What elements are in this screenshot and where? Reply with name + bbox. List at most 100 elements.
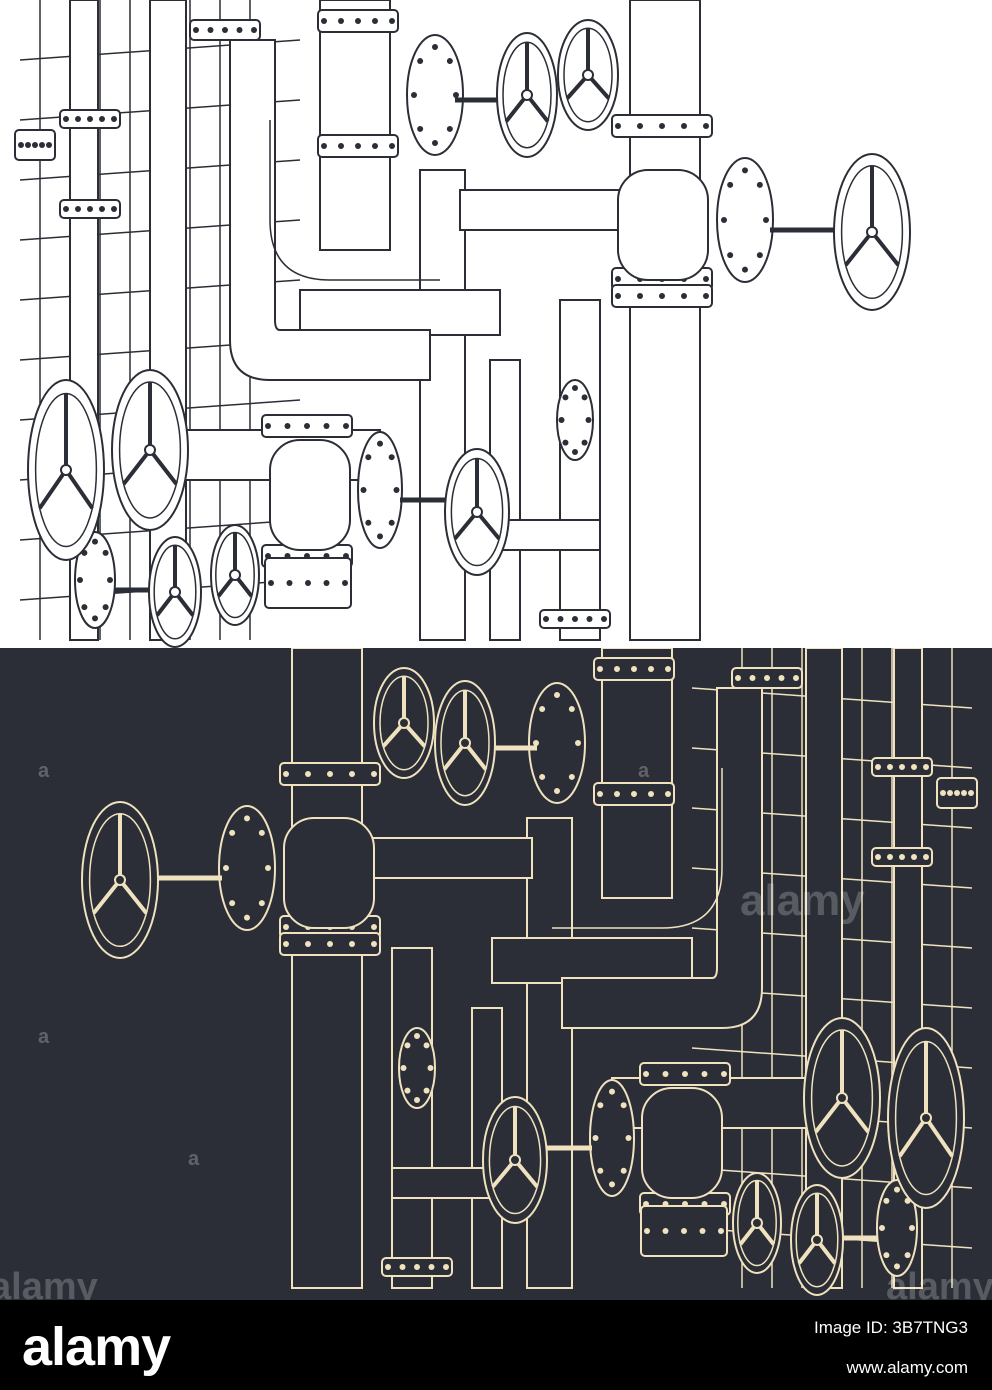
flange-bolt [899,764,905,770]
bonnet-bolt [572,385,578,391]
bonnet-bolt [883,1197,890,1204]
bonnet-bolt [883,1252,890,1259]
handwheel-rim [488,1105,542,1215]
flange-bolt [875,764,881,770]
bonnet-bolt [400,1065,407,1071]
bonnet-bolt [223,865,229,871]
bonnet-bolt [620,1102,627,1109]
flange-bolt [338,143,344,149]
flange-bolt [572,616,578,622]
bonnet-bolt [554,692,560,698]
bonnet-bolt [581,394,588,401]
elbow-outline [552,768,723,929]
bonnet-bolt [393,487,400,493]
bonnet-bolt [417,58,424,65]
flange-bolt [597,791,603,797]
handwheel-hub [471,506,483,518]
handwheel-spoke [924,1116,954,1158]
bonnet-bolt [539,773,546,780]
flange-bolt [371,941,377,947]
bonnet-bolt [360,487,367,493]
flange-bolt [887,854,893,860]
flange-bolt [631,666,637,672]
watermark-center: alamy [740,876,865,925]
flange-bolt [665,666,671,672]
flange-bolt [32,142,38,148]
flange-bolt [968,790,974,796]
flange-bolt [659,293,665,299]
bonnet-bolt [388,454,395,461]
bonnet-bolt [244,914,250,921]
handwheel-spoke [840,1096,870,1134]
bonnet-bolt [742,266,748,273]
flange-bolt [111,206,117,212]
flange-bolt [954,790,960,796]
bonnet-bolt [568,706,575,713]
vertical-pipe [391,947,433,1289]
valve-bonnet [357,431,403,549]
flange-bolt [355,143,361,149]
top-pipe-drawing [14,0,911,648]
handwheel-hub [582,69,594,81]
bonnet-bolt [562,439,569,446]
bonnet-bolt [365,454,372,461]
handwheel-rim [440,689,490,797]
handwheel-spoke [898,1116,928,1158]
bonnet-bolt [742,167,748,174]
watermark-edge-right: alamy [886,1266,992,1300]
valve-body [641,1087,723,1199]
watermark-mark-2: a [38,1026,50,1048]
bonnet-bolt [107,577,113,583]
bonnet-bolt [446,58,453,65]
flange-bolt [631,791,637,797]
flange-bolt [283,771,289,777]
flange-bolt [735,675,741,681]
bonnet-bolt [533,740,539,746]
bonnet-bolt [81,604,88,611]
flange-bolt [557,616,564,622]
handwheel-hub [60,464,72,476]
bonnet-bolt [609,1181,615,1188]
flange-bolt [749,675,756,681]
handwheel-spoke [870,230,900,267]
vertical-pipe [149,0,187,641]
footer-url[interactable]: www.alamy.com [846,1358,968,1377]
pipe-assembly [14,0,911,648]
pipe-assembly [81,648,978,1296]
footer-logo[interactable]: alamy [22,1317,171,1377]
watermark-mark-4: a [638,760,650,782]
watermark-mark-1: a [38,760,50,782]
vertical-pipe [526,817,573,1289]
valve-bonnet [74,531,116,629]
bonnet-bolt [597,1167,604,1174]
bonnet-bolt [258,829,265,836]
flange-bolt [648,791,654,797]
bonnet-bolt [756,181,763,188]
flange-bolt [323,580,330,586]
handwheel-hub [521,89,533,101]
flange-bolt [614,791,620,797]
flange-bolt [87,116,93,122]
flange-bolt [265,423,271,429]
flange-bolt [18,142,24,148]
flange-bolt [321,18,327,24]
bonnet-bolt [539,706,546,713]
bonnet-bolt [92,538,98,545]
bonnet-bolt [727,181,734,188]
flange-bolt [681,123,687,129]
handwheel-spoke [814,1096,844,1134]
handwheel-hub [920,1112,932,1124]
bonnet-bolt [756,252,763,259]
flange-bolt [63,116,69,122]
bonnet-bolt [592,1135,599,1141]
bonnet-bolt [432,140,438,146]
flange-bolt [615,276,621,282]
bonnet-bolt [581,439,588,446]
flange-bolt [947,790,953,796]
bonnet-bolt [727,252,734,259]
elbow-outline [269,120,440,281]
bonnet-bolt [763,217,769,223]
bonnet-bolt [102,604,109,611]
flange-bolt [703,276,709,282]
bonnet-bolt [620,1167,627,1174]
